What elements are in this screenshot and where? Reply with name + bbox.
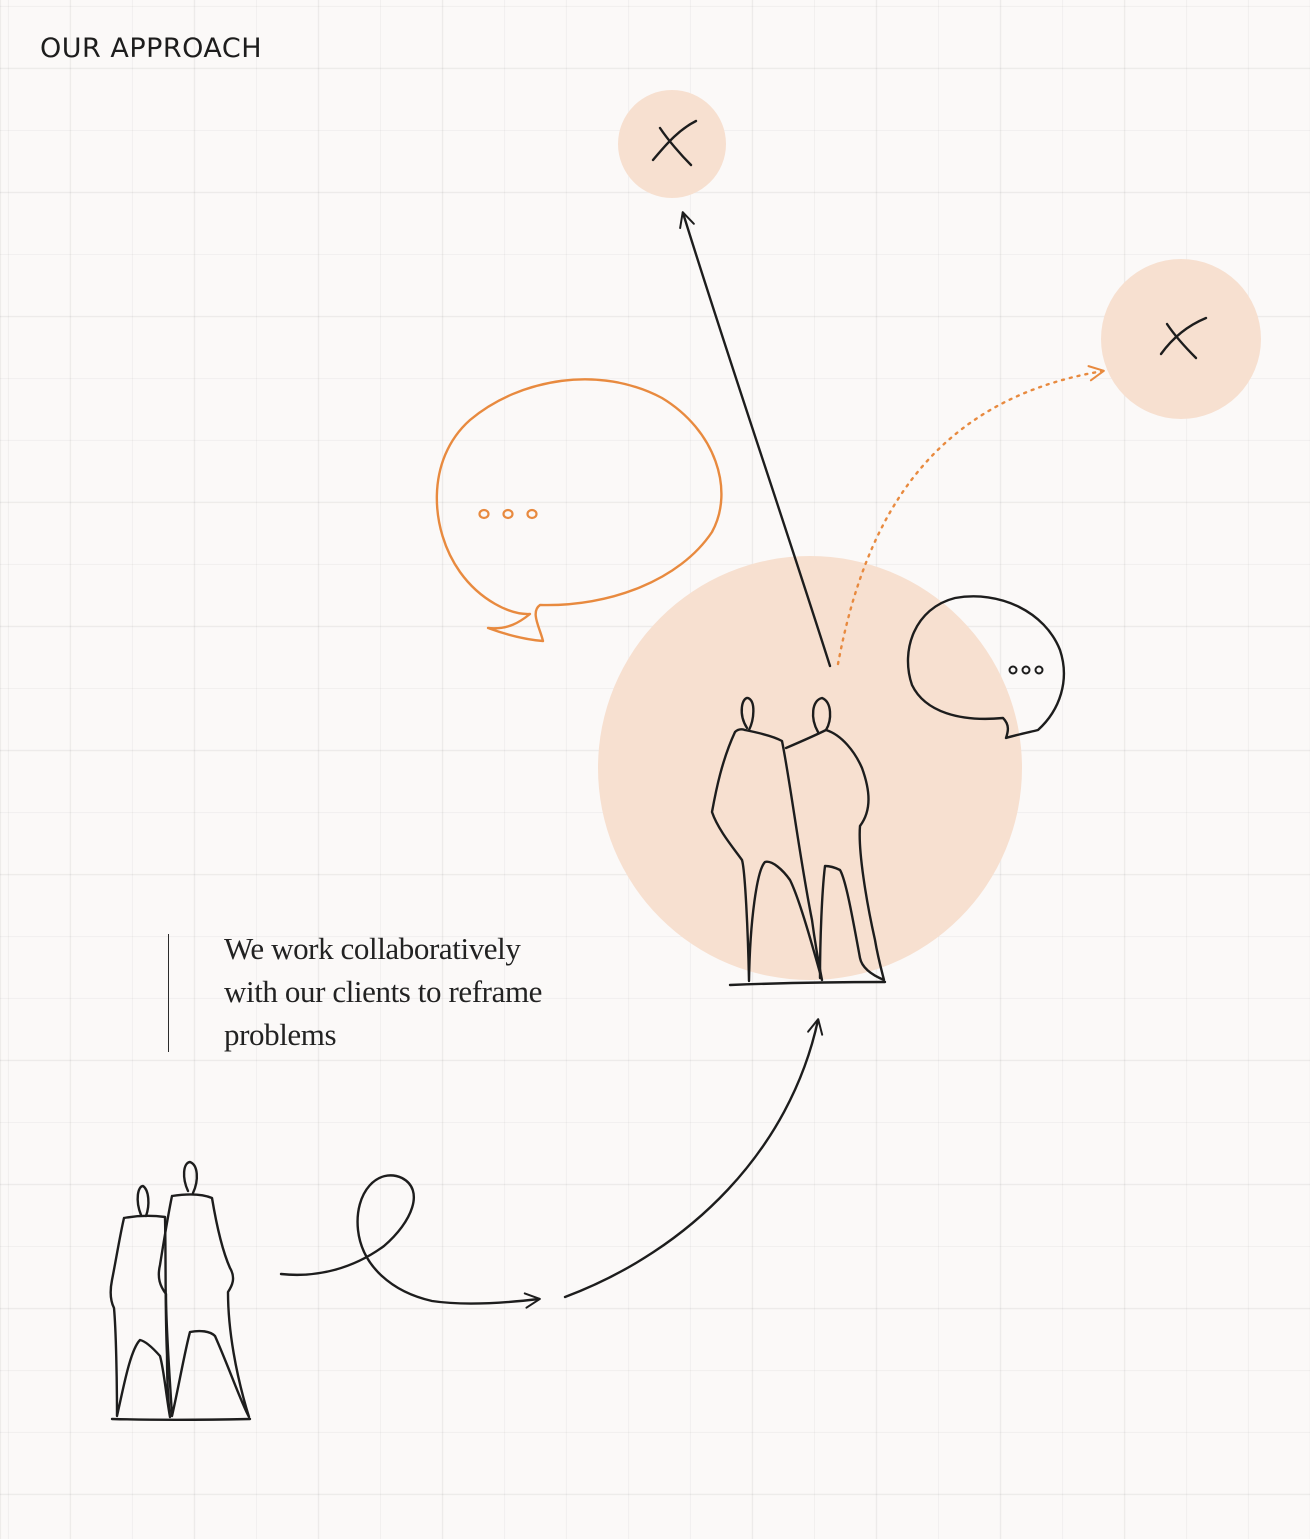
x-mark-icon [1159, 316, 1208, 360]
target-circle-right [1101, 259, 1261, 419]
section-title: OUR APPROACH [40, 33, 263, 64]
ellipsis-icon [1008, 665, 1044, 675]
speech-bubble-icon [906, 595, 1066, 740]
ellipsis-icon [478, 508, 538, 520]
person-figure-icon [109, 1160, 252, 1421]
arrow-icon [679, 211, 832, 668]
x-mark-icon [651, 119, 698, 167]
quote-block: We work collaboratively with our clients… [168, 931, 548, 1052]
loop-arrow-icon [279, 1174, 541, 1309]
speech-bubble-icon [435, 378, 723, 643]
person-figure-icon [710, 696, 887, 987]
curved-arrow-icon [563, 1018, 824, 1299]
main-peach-circle [598, 556, 1022, 980]
dotted-arrow-icon [836, 365, 1105, 666]
quote-text: We work collaboratively with our clients… [224, 931, 543, 1052]
